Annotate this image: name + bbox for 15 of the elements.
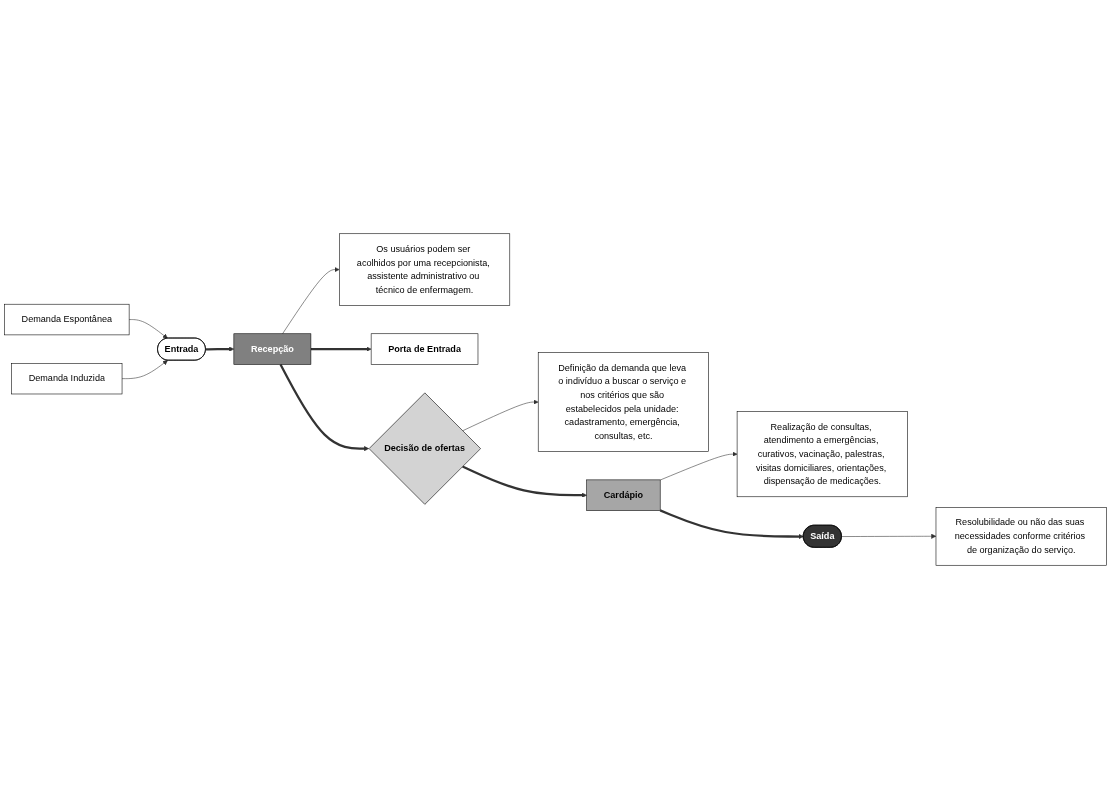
arrow <box>205 346 235 352</box>
arrow <box>659 509 804 540</box>
node-box: Realização de consultas, atendimento a emergências, curativos, vacinação, palestras, visitas domiciliares, orientações, dispensação de medicações. <box>736 411 908 498</box>
node-box: Recepção <box>233 333 312 365</box>
node-box: Definição da demanda que leva o indivíduo a buscar o serviço e nos critérios que são estabelecidos pela unidade: cadastramento, emergência, consultas, etc. <box>537 352 709 452</box>
node-box: Os usuários podem ser acolhidos por uma recepcionista, assistente administrativo ou técnico de enfermagem. <box>339 233 511 306</box>
node-diamond: Decisão de ofertas <box>368 392 481 505</box>
node-box: Cardápio <box>586 479 661 511</box>
arrow <box>310 346 372 352</box>
arrow <box>279 363 369 452</box>
node-box: Resolubilidade ou não das suas necessidades conforme critérios de organização do serviço. <box>935 507 1107 566</box>
arrow <box>462 465 587 498</box>
node-box: Demanda Induzida <box>11 363 123 395</box>
node-box: Porta de Entrada <box>370 333 479 365</box>
node-box: Demanda Espontânea <box>4 303 130 336</box>
